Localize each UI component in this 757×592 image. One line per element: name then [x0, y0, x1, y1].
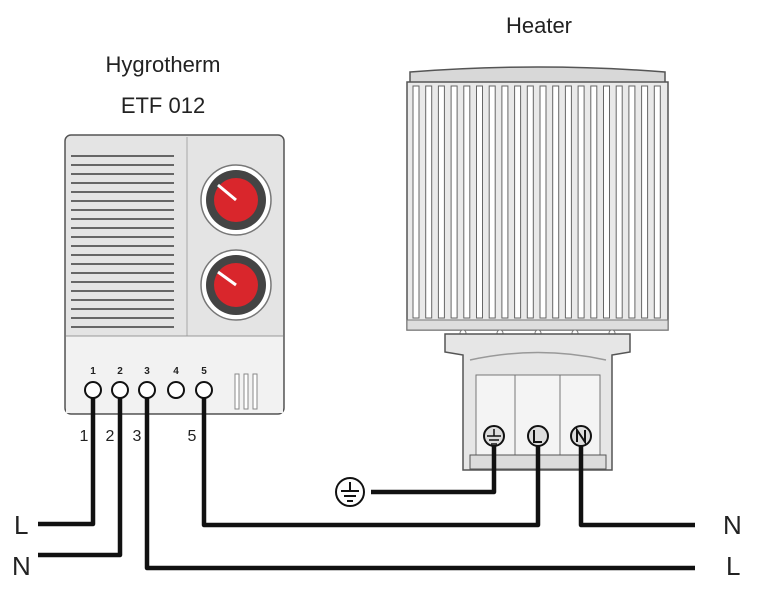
terminal-number-5: 5 — [201, 366, 207, 377]
heater-fin — [412, 85, 420, 319]
heater-fin — [552, 85, 560, 319]
wire-label-5: 5 — [188, 428, 197, 445]
supply-right-n: N — [723, 510, 742, 540]
wiring — [38, 398, 695, 571]
supply-left-l: L — [14, 510, 28, 540]
heater-fin — [653, 85, 661, 319]
heater-fin — [539, 85, 547, 319]
wire-5-to-heater-l — [201, 398, 541, 528]
terminal-4 — [167, 381, 185, 399]
heater-fin — [488, 85, 496, 319]
heater-fin — [615, 85, 623, 319]
temperature-knob — [200, 164, 272, 236]
wire-3-to-supply-l-right — [144, 398, 695, 571]
terminal-2 — [111, 381, 129, 399]
heater-fin — [564, 85, 572, 319]
heater-terminal-ground — [483, 425, 505, 447]
heater-fin — [603, 85, 610, 319]
thermostat-title: Hygrotherm — [106, 52, 221, 77]
supply-right-l: L — [726, 551, 740, 581]
heater-terminal-n — [570, 425, 592, 447]
wire-label-2: 2 — [106, 428, 115, 445]
terminal-number-2: 2 — [117, 366, 123, 377]
hygrotherm-unit: 1 2 3 4 5 — [64, 134, 285, 415]
wire-label-3: 3 — [133, 428, 142, 445]
heater-fin — [590, 85, 598, 319]
wire-heater-n-to-supply — [578, 446, 695, 528]
thermostat-model: ETF 012 — [121, 93, 205, 118]
heater-top-cap — [409, 66, 666, 85]
heater-base-rail — [406, 319, 669, 331]
supply-left-n: N — [12, 551, 31, 581]
humidity-knob — [200, 249, 272, 321]
heater-fin — [641, 85, 649, 319]
terminal-number-4: 4 — [173, 366, 179, 377]
wire-label-1: 1 — [80, 428, 89, 445]
terminal-1 — [84, 381, 102, 399]
wire-1-to-supply-l — [38, 398, 96, 527]
heater-fin — [437, 85, 445, 319]
heater-fin — [425, 85, 433, 319]
heater-unit — [406, 66, 669, 471]
ventilation-slots — [71, 155, 174, 328]
knob-pointer — [217, 270, 237, 287]
ground-symbol-icon — [335, 477, 365, 507]
wire-2-to-supply-n — [38, 398, 123, 558]
terminal-5 — [195, 381, 213, 399]
terminal-3 — [138, 381, 156, 399]
heater-terminal-l — [527, 425, 549, 447]
heater-fin — [514, 85, 522, 319]
terminal-number-3: 3 — [144, 366, 150, 377]
heater-body — [406, 81, 669, 331]
heater-fin — [501, 85, 509, 319]
wire-ground — [371, 446, 497, 495]
heater-fin — [577, 85, 585, 319]
mounting-clip — [234, 373, 258, 410]
heater-fins — [412, 85, 661, 319]
heater-fin — [463, 85, 471, 319]
heater-fin — [476, 85, 483, 319]
heater-title: Heater — [506, 13, 572, 38]
terminal-number-1: 1 — [90, 366, 96, 377]
heater-fin — [450, 85, 458, 319]
knob-pointer — [217, 183, 237, 202]
heater-fin — [526, 85, 534, 319]
connection-box-lid — [469, 351, 607, 361]
heater-fin — [628, 85, 636, 319]
